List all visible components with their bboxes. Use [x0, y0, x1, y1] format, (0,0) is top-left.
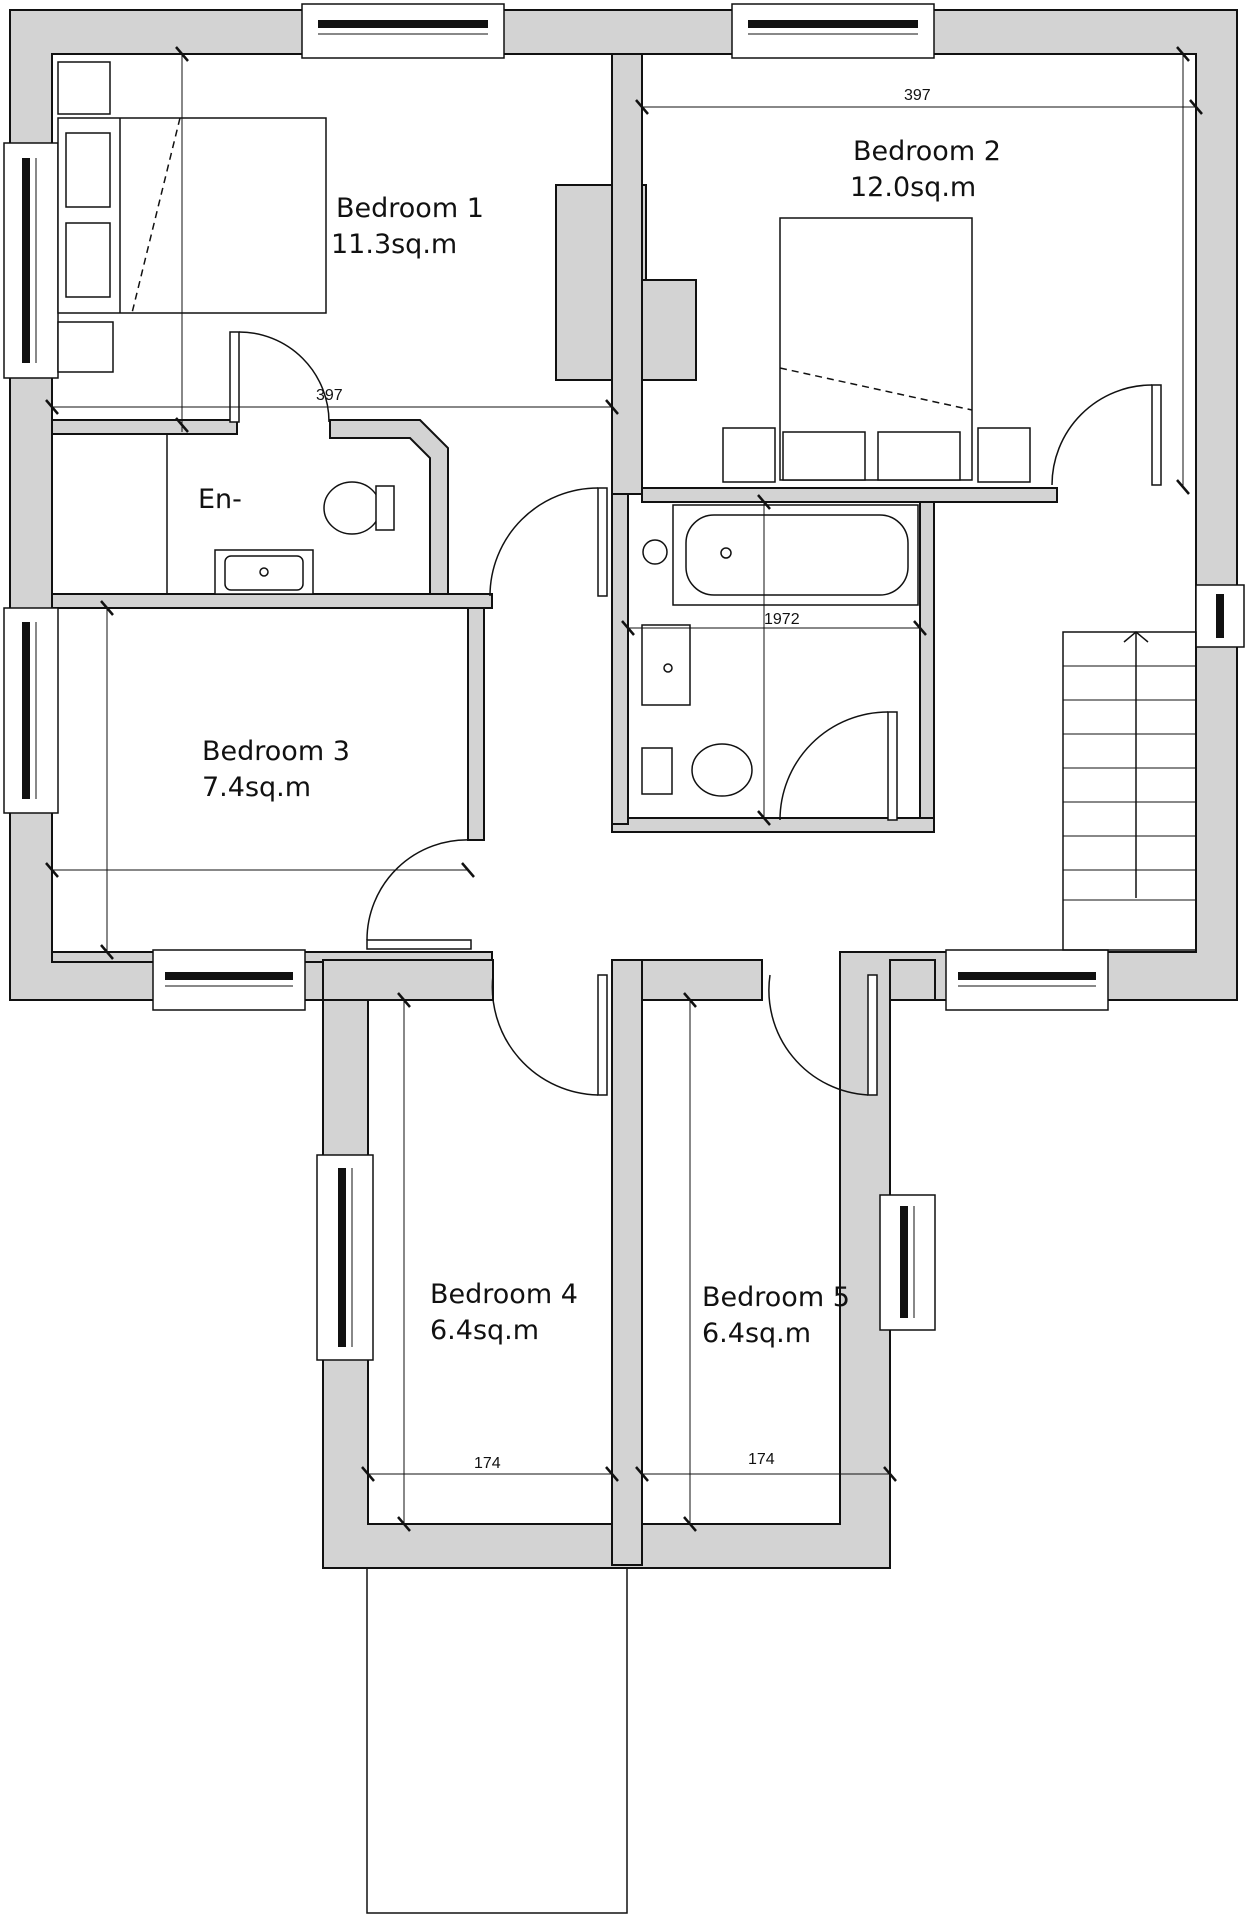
- room-area-bedroom2: 12.0sq.m: [850, 172, 976, 203]
- porch-outline: [366, 1567, 628, 1914]
- room-area-bedroom5: 6.4sq.m: [702, 1318, 811, 1349]
- bath: [672, 504, 919, 606]
- dimension-label-bedroom2: 397: [904, 87, 931, 104]
- room-area-bedroom3: 7.4sq.m: [202, 772, 311, 803]
- window-bedroom4-left: [316, 1154, 374, 1361]
- wall-bedroom4-bedroom5: [611, 959, 643, 1566]
- stair-direction-arrow-icon: [1123, 631, 1149, 643]
- door-bedroom2: [1051, 384, 1162, 486]
- window-bedroom5-right: [879, 1194, 936, 1331]
- bedside-table-bedroom1-top: [57, 61, 111, 115]
- dimension-label-bathroom: 1972: [764, 611, 800, 628]
- bedside-table-bedroom2-left: [722, 427, 776, 483]
- room-name-bedroom1: Bedroom 1: [336, 193, 484, 224]
- dimension-bedroom3: [45, 600, 475, 960]
- wall-bathroom-bottom: [611, 817, 935, 833]
- dimension-bedroom1: [45, 46, 619, 433]
- sink-bathroom: [641, 624, 691, 706]
- dimension-bathroom: [621, 494, 927, 826]
- shower-head-icon: [642, 539, 668, 565]
- dimension-bedroom5: [635, 992, 897, 1532]
- wall-chimney-breast-right: [639, 279, 697, 381]
- pillow-bedroom2-left: [782, 431, 866, 481]
- dimension-bedroom2: [635, 46, 1203, 495]
- window-bedroom2-top: [731, 3, 935, 59]
- window-bedroom3-bottom: [152, 949, 306, 1011]
- door-ensuite: [489, 487, 608, 597]
- window-bedroom1-top: [301, 3, 505, 59]
- window-bedroom3-left: [3, 607, 59, 814]
- wall-bedroom1-ensuite: [51, 419, 238, 435]
- wall-bedroom1-bedroom2: [611, 53, 643, 495]
- pillow-bedroom2-right: [877, 431, 961, 481]
- door-bedroom4: [491, 974, 608, 1096]
- wall-landing-left: [611, 493, 629, 825]
- room-area-bedroom4: 6.4sq.m: [430, 1315, 539, 1346]
- room-name-bedroom3: Bedroom 3: [202, 736, 350, 767]
- door-bathroom: [779, 711, 898, 821]
- window-landing-right: [1195, 584, 1245, 648]
- sink-ensuite: [214, 549, 314, 595]
- door-bedroom5: [768, 974, 878, 1096]
- toilet-bathroom: [641, 743, 753, 797]
- door-bedroom3: [366, 839, 472, 950]
- dimension-label-bedroom5: 174: [748, 1451, 775, 1468]
- wall-bedroom2-bathroom: [641, 487, 1058, 503]
- room-name-bedroom4: Bedroom 4: [430, 1279, 578, 1310]
- staircase: [1062, 631, 1197, 951]
- dimension-label-bedroom4: 174: [474, 1455, 501, 1472]
- dimension-label-bedroom1: 397: [316, 387, 343, 404]
- wall-ensuite-bedroom3: [51, 593, 493, 609]
- bedside-table-bedroom1-bottom: [57, 321, 114, 373]
- room-name-bedroom5: Bedroom 5: [702, 1282, 850, 1313]
- window-bedroom1-left: [3, 142, 59, 379]
- wall-bedroom3-landing: [467, 607, 485, 841]
- wall-landing-bedroom5: [641, 959, 763, 1001]
- room-area-bedroom1: 11.3sq.m: [331, 229, 457, 260]
- window-landing-bottom: [945, 949, 1109, 1011]
- wall-bathroom-right: [919, 501, 935, 833]
- bedside-table-bedroom2-right: [977, 427, 1031, 483]
- door-bedroom1: [229, 331, 330, 423]
- dimension-bedroom4: [361, 992, 619, 1532]
- toilet-ensuite: [323, 481, 395, 535]
- bed-bedroom1: [57, 117, 327, 314]
- room-name-ensuite: En-: [198, 484, 242, 515]
- wall-landing-right: [889, 959, 936, 1001]
- room-name-bedroom2: Bedroom 2: [853, 136, 1001, 167]
- wall-landing-bedroom4: [322, 959, 494, 1001]
